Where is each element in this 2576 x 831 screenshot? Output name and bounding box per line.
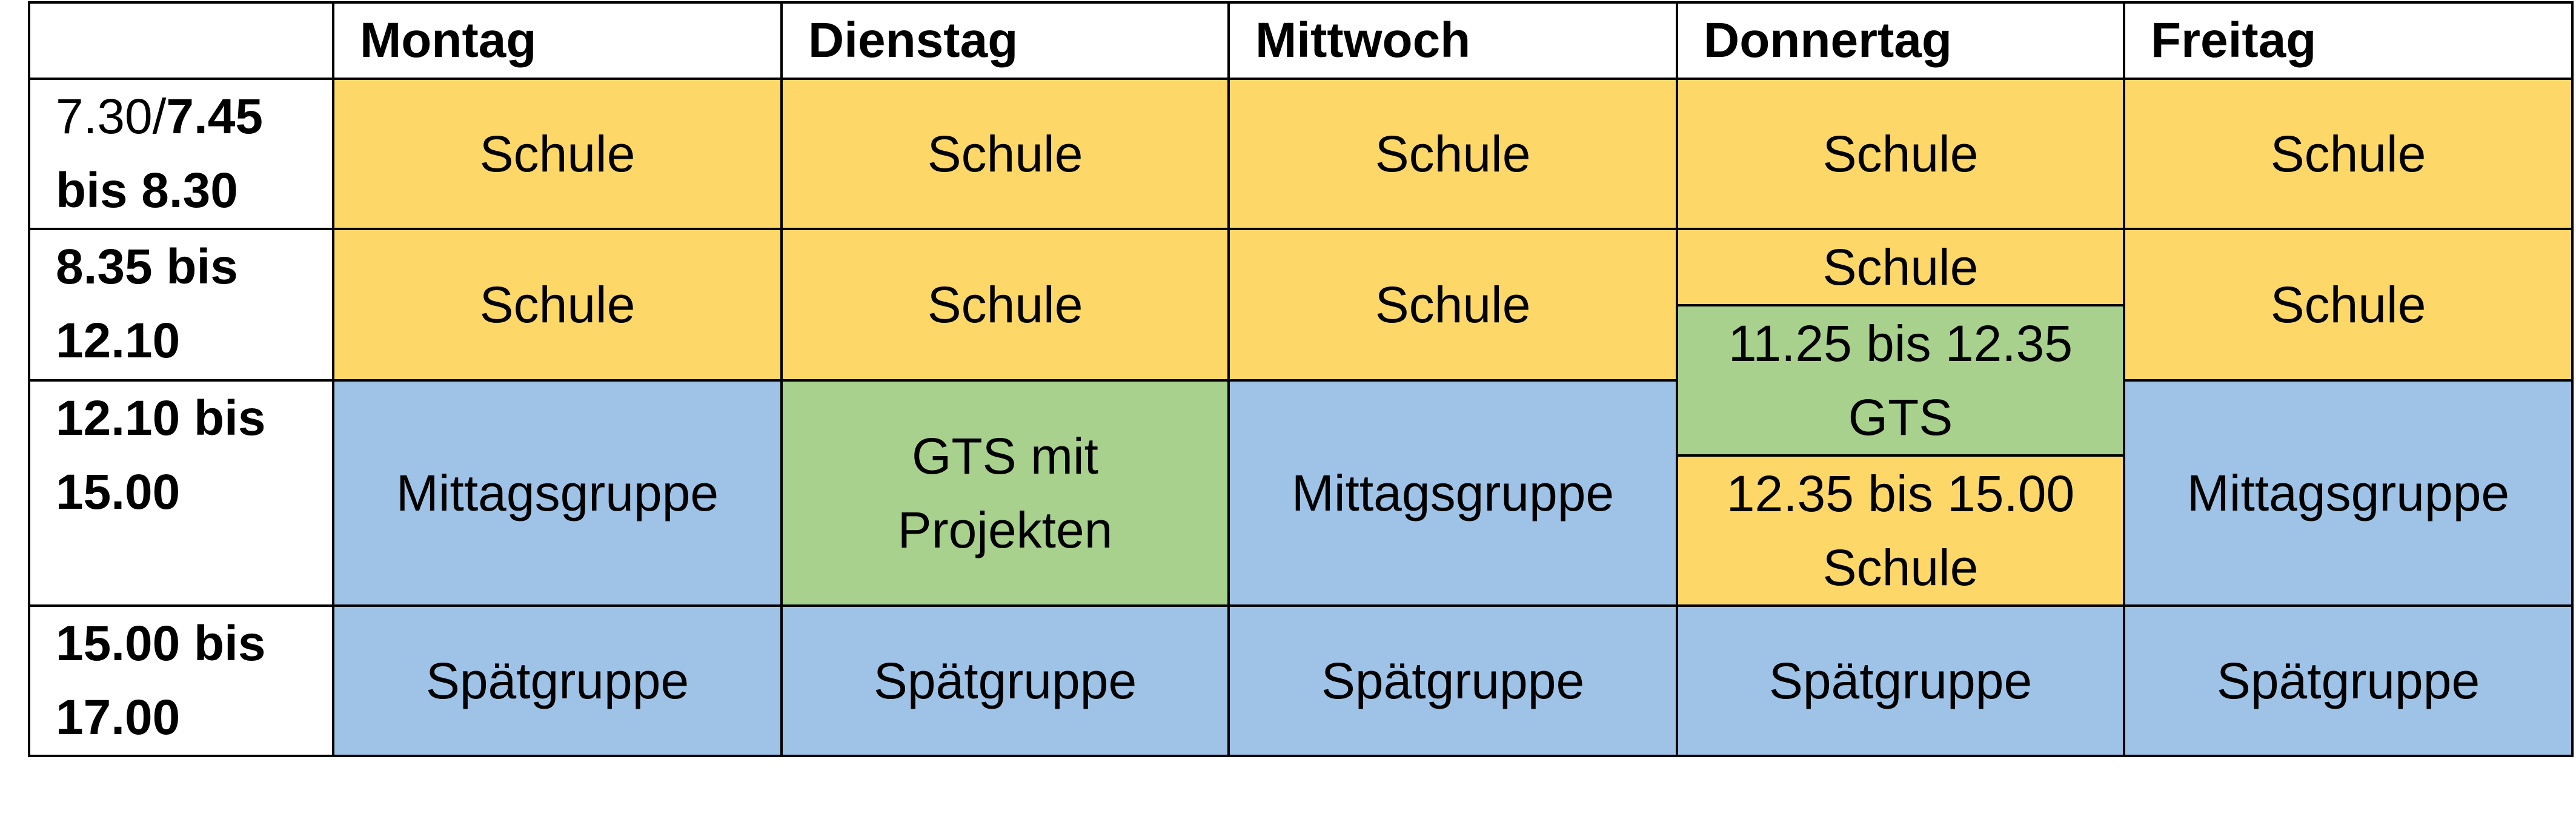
time-slot-4: 15.00 bis 17.00 <box>28 604 334 757</box>
cell-wed-spaetgruppe: Spätgruppe <box>1227 604 1678 757</box>
time-slot-2-line1: 8.35 bis <box>56 239 238 294</box>
time-slot-2: 8.35 bis 12.10 <box>28 228 334 382</box>
cell-mon-schule: Schule <box>332 78 783 230</box>
cell-thu-gts: 11.25 bis 12.35 GTS <box>1678 306 2123 457</box>
time-slot-3-line2: 15.00 <box>56 464 181 520</box>
table-row: 7.30/7.45 bis 8.30 Schule Schule Schule … <box>28 78 2574 230</box>
cell-thu-schule-3-time: 12.35 bis 15.00 <box>1726 465 2075 522</box>
table-row: 12.10 bis 15.00 Mittagsgruppe GTS mit Pr… <box>28 379 2574 608</box>
cell-thu-gts-label: GTS <box>1848 389 1953 446</box>
cell-thu-split: Schule 11.25 bis 12.35 GTS 12.35 bis 15.… <box>1676 228 2125 607</box>
cell-wed-schule: Schule <box>1227 78 1678 230</box>
time-slot-1-end: bis 8.30 <box>56 163 238 218</box>
cell-fri-spaetgruppe: Spätgruppe <box>2123 604 2574 757</box>
cell-wed-mittagsgruppe: Mittagsgruppe <box>1227 379 1678 608</box>
day-header-wednesday: Mittwoch <box>1227 1 1678 80</box>
cell-mon-spaetgruppe: Spätgruppe <box>332 604 783 757</box>
cell-mon-schule-2: Schule <box>332 228 783 382</box>
day-header-thursday: Donnertag <box>1676 1 2125 80</box>
cell-mon-mittagsgruppe: Mittagsgruppe <box>332 379 783 608</box>
cell-wed-schule-2: Schule <box>1227 228 1678 382</box>
day-header-monday: Montag <box>332 1 783 80</box>
schedule-table: Montag Dienstag Mittwoch Donnertag Freit… <box>28 1 2574 757</box>
time-slot-3-line1: 12.10 bis <box>56 390 266 446</box>
cell-thu-schule-2: Schule <box>1678 230 2123 306</box>
time-slot-1-start: 7.30/ <box>56 89 167 144</box>
time-slot-3: 12.10 bis 15.00 <box>28 379 334 608</box>
cell-tue-schule: Schule <box>780 78 1230 230</box>
time-slot-1: 7.30/7.45 bis 8.30 <box>28 78 334 230</box>
table-row: 8.35 bis 12.10 Schule Schule Schule Schu… <box>28 228 2574 607</box>
cell-thu-schule-3: 12.35 bis 15.00 Schule <box>1678 457 2123 604</box>
time-slot-4-line2: 17.00 <box>56 690 181 745</box>
time-slot-4-line1: 15.00 bis <box>56 616 266 671</box>
header-row: Montag Dienstag Mittwoch Donnertag Freit… <box>28 1 2574 80</box>
cell-fri-schule: Schule <box>2123 78 2574 230</box>
cell-tue-schule-2: Schule <box>780 228 1230 382</box>
cell-fri-mittagsgruppe: Mittagsgruppe <box>2123 379 2574 608</box>
cell-tue-gts-projekten: GTS mit Projekten <box>780 379 1230 608</box>
cell-thu-schule-3-label: Schule <box>1822 539 1979 596</box>
day-header-friday: Freitag <box>2123 1 2574 80</box>
cell-fri-schule-2: Schule <box>2123 228 2574 382</box>
cell-tue-gts-line2: Projekten <box>897 501 1113 558</box>
cell-tue-gts-line1: GTS mit <box>912 427 1098 485</box>
cell-thu-spaetgruppe: Spätgruppe <box>1676 604 2125 757</box>
time-slot-2-line2: 12.10 <box>56 313 181 368</box>
cell-tue-spaetgruppe: Spätgruppe <box>780 604 1230 757</box>
table-row: 15.00 bis 17.00 Spätgruppe Spätgruppe Sp… <box>28 604 2574 757</box>
cell-thu-gts-time: 11.25 bis 12.35 <box>1728 315 2073 372</box>
corner-cell <box>28 1 334 80</box>
day-header-tuesday: Dienstag <box>780 1 1230 80</box>
cell-thu-schule: Schule <box>1676 78 2125 230</box>
time-slot-1-alt: 7.45 <box>166 89 263 144</box>
